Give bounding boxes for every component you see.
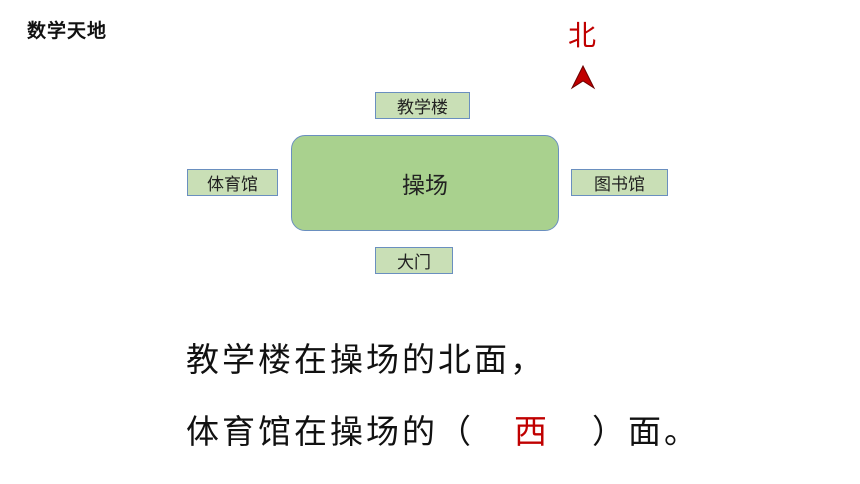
north-label: 北 [568, 19, 597, 52]
sentence-line-1: 教学楼在操场的北面， [186, 340, 546, 379]
sentence-line-2-suffix: ）面。 [592, 412, 700, 451]
north-arrow-icon [570, 64, 596, 90]
page-title: 数学天地 [27, 20, 108, 42]
main-gate-box: 大门 [375, 247, 453, 274]
gymnasium-box: 体育馆 [187, 169, 278, 196]
north-compass: 北 [560, 14, 608, 96]
sentence-line-2-prefix: 体育馆在操场的（ [186, 412, 474, 451]
library-box: 图书馆 [571, 169, 668, 196]
sentence-line-2: 体育馆在操场的（ 西 ）面。 [186, 405, 700, 453]
answer-west: 西 [514, 412, 550, 451]
playground-box: 操场 [291, 135, 559, 231]
teaching-building-box: 教学楼 [375, 92, 470, 119]
